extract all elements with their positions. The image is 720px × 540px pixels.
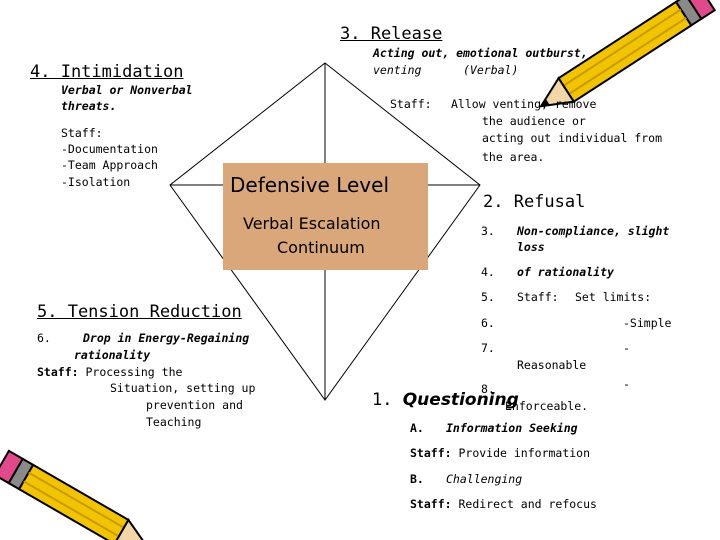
- release-heading: 3. Release: [340, 24, 442, 44]
- center-subtitle-line1: Verbal Escalation: [243, 214, 381, 233]
- questioning-b-label: B.: [410, 472, 424, 486]
- tension-desc-line2: rationality: [74, 348, 150, 362]
- release-desc-line1: Acting out, emotional outburst,: [373, 46, 588, 60]
- intimidation-desc-line2: threats.: [61, 99, 116, 113]
- refusal-num-3: 3.: [481, 224, 495, 238]
- refusal-heading: 2. Refusal: [483, 192, 585, 212]
- tension-staff-line4: Teaching: [146, 415, 201, 429]
- intimidation-desc-line1: Verbal or Nonverbal: [61, 83, 193, 97]
- tension-staff-line3: prevention and: [146, 398, 243, 412]
- tension-staff: Staff: Processing the: [37, 365, 182, 379]
- release-staff-label: Staff:: [390, 97, 432, 111]
- tension-heading: 5. Tension Reduction: [37, 302, 242, 322]
- refusal-reasonable: Reasonable: [517, 358, 586, 372]
- release-staff-line2: the audience or: [482, 114, 586, 128]
- intimidation-item-1: -Documentation: [61, 142, 158, 156]
- questioning-a-label: A.: [410, 421, 424, 435]
- refusal-dash-7: -: [623, 341, 630, 355]
- intimidation-staff-label: Staff:: [61, 126, 103, 140]
- pencil-icon-bottom-left: [0, 451, 154, 540]
- tension-num: 6.: [37, 331, 51, 345]
- refusal-text-4: of rationality: [517, 265, 614, 279]
- refusal-text-3b: loss: [517, 240, 545, 254]
- questioning-staff1: Staff: Provide information: [410, 446, 590, 460]
- refusal-text-3a: Non-compliance, slight: [517, 224, 669, 238]
- refusal-dash-8: -: [623, 377, 630, 391]
- questioning-heading: 1. Questioning: [372, 390, 519, 410]
- intimidation-item-2: -Team Approach: [61, 158, 158, 172]
- questioning-staff2: Staff: Redirect and refocus: [410, 497, 597, 511]
- release-staff-line3: acting out individual from: [482, 131, 662, 145]
- center-subtitle-line2: Continuum: [277, 238, 365, 257]
- center-title: Defensive Level: [230, 173, 389, 197]
- refusal-num-7: 7.: [481, 341, 495, 355]
- questioning-b-text: Challenging: [446, 472, 522, 486]
- release-staff-line4: the area.: [482, 150, 544, 164]
- refusal-num-4: 4.: [481, 265, 495, 279]
- intimidation-heading: 4. Intimidation: [30, 62, 184, 82]
- intimidation-item-3: -Isolation: [61, 175, 130, 189]
- refusal-staff-text: Set limits:: [575, 290, 651, 304]
- refusal-staff-label: Staff:: [517, 290, 559, 304]
- refusal-num-6: 6.: [481, 316, 495, 330]
- tension-staff-line2: Situation, setting up: [110, 381, 255, 395]
- refusal-simple: -Simple: [623, 316, 671, 330]
- release-staff-line1: Allow venting, remove: [451, 97, 596, 111]
- questioning-a-text: Information Seeking: [446, 421, 578, 435]
- refusal-num-5: 5.: [481, 290, 495, 304]
- tension-desc-line1: Drop in Energy-Regaining: [83, 331, 249, 345]
- release-desc-line2: venting (Verbal): [373, 63, 518, 77]
